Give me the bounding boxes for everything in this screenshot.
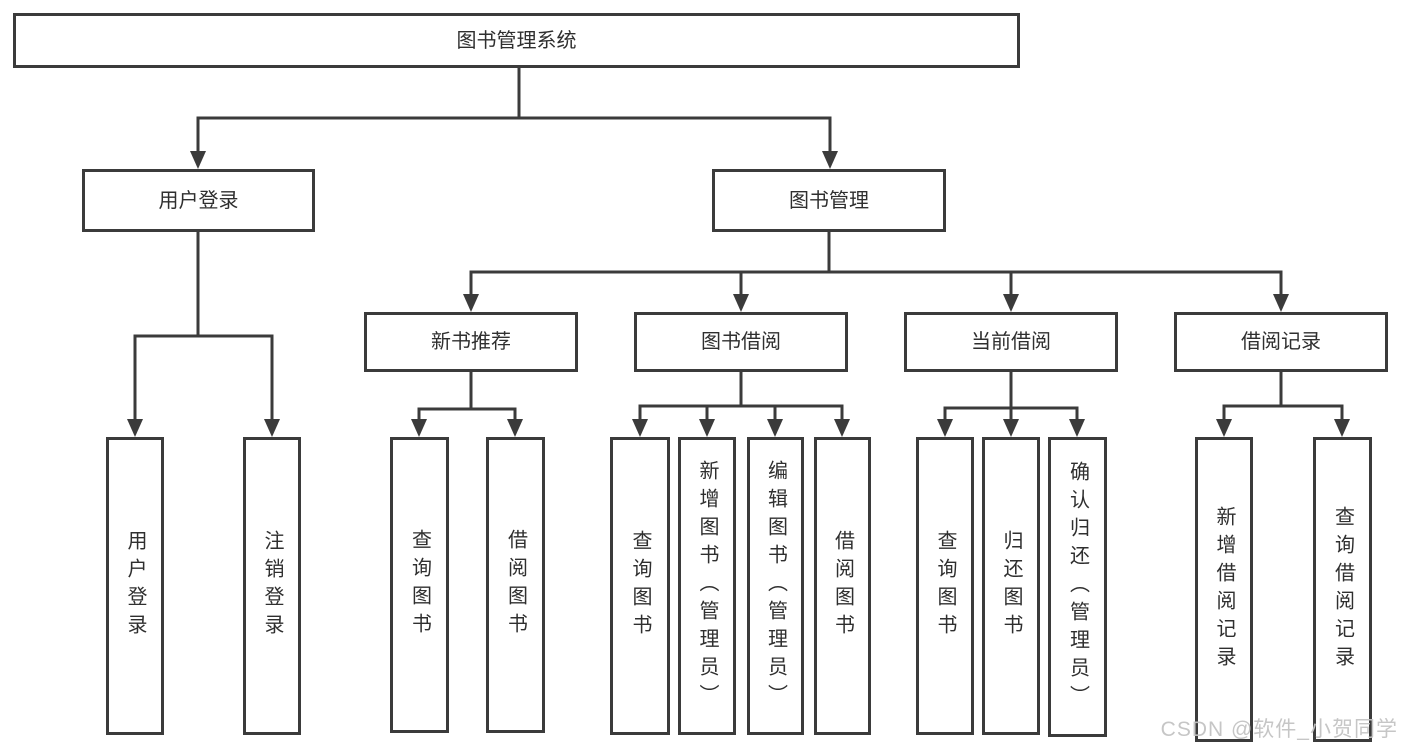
- node-label: 用户登录: [158, 189, 239, 212]
- leaf-query-books: 查询图书: [610, 437, 670, 735]
- leaf-label: 注销登录: [261, 530, 283, 642]
- leaf-confirm-return-admin: 确认归还（管理员）: [1048, 437, 1107, 737]
- leaf-query-books: 查询图书: [390, 437, 449, 733]
- leaf-label: 用户登录: [124, 530, 146, 642]
- leaf-borrow-books: 借阅图书: [486, 437, 545, 733]
- node-label: 图书管理: [789, 189, 869, 212]
- node-label: 新书推荐: [431, 331, 511, 353]
- leaf-label: 新增图书（管理员）: [696, 460, 718, 712]
- leaf-query-borrow-record: 查询借阅记录: [1313, 437, 1372, 742]
- csdn-watermark: CSDN @软件_小贺同学: [1160, 718, 1398, 741]
- leaf-label: 查询图书: [629, 530, 651, 642]
- leaf-label: 新增借阅记录: [1213, 505, 1235, 674]
- leaf-label: 查询图书: [408, 529, 431, 641]
- node-label: 当前借阅: [971, 331, 1051, 353]
- node-user-login-branch: 用户登录: [82, 169, 315, 232]
- node-new-book-recommend: 新书推荐: [364, 312, 578, 372]
- leaf-label: 编辑图书（管理员）: [764, 460, 787, 712]
- leaf-label: 查询图书: [934, 530, 956, 642]
- node-book-borrowing: 图书借阅: [634, 312, 848, 372]
- node-root-system: 图书管理系统: [13, 13, 1020, 68]
- leaf-logout: 注销登录: [243, 437, 301, 735]
- leaf-add-books-admin: 新增图书（管理员）: [678, 437, 736, 735]
- node-label: 借阅记录: [1241, 331, 1321, 353]
- leaf-query-books: 查询图书: [916, 437, 974, 735]
- node-current-borrowing: 当前借阅: [904, 312, 1118, 372]
- leaf-label: 归还图书: [1000, 530, 1022, 642]
- leaf-user-login: 用户登录: [106, 437, 164, 735]
- leaf-label: 借阅图书: [831, 530, 854, 642]
- leaf-label: 确认归还（管理员）: [1066, 461, 1089, 713]
- leaf-add-borrow-record: 新增借阅记录: [1195, 437, 1253, 742]
- leaf-edit-books-admin: 编辑图书（管理员）: [747, 437, 804, 735]
- leaf-return-books: 归还图书: [982, 437, 1040, 735]
- node-book-management-branch: 图书管理: [712, 169, 946, 232]
- leaf-borrow-books: 借阅图书: [814, 437, 871, 735]
- arrowheads: [127, 151, 1350, 437]
- node-label: 图书管理系统: [456, 29, 577, 52]
- leaf-label: 借阅图书: [504, 529, 527, 641]
- node-label: 图书借阅: [701, 331, 781, 353]
- leaf-label: 查询借阅记录: [1331, 505, 1354, 674]
- node-borrowing-records: 借阅记录: [1174, 312, 1388, 372]
